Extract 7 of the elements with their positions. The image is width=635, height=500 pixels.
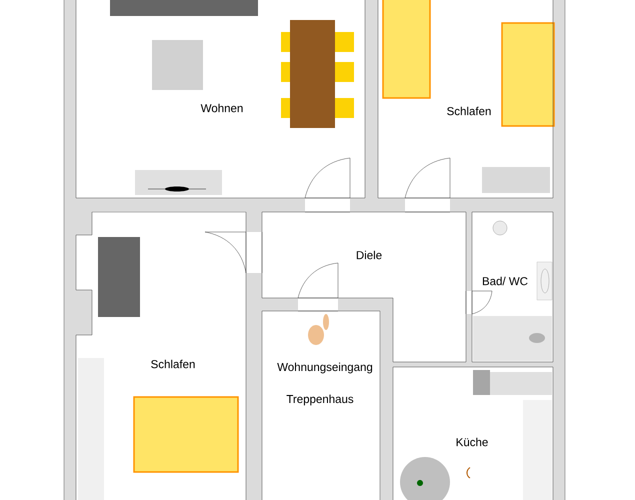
room: Bad/ WC [472,212,554,362]
room: Schlafen [76,212,246,500]
room: Wohnen [76,0,366,198]
room: Diele [262,212,466,362]
room: Wohnungseingang Treppenhaus [262,310,380,500]
room: Schlafen [378,0,554,198]
room: Küche [392,366,554,500]
